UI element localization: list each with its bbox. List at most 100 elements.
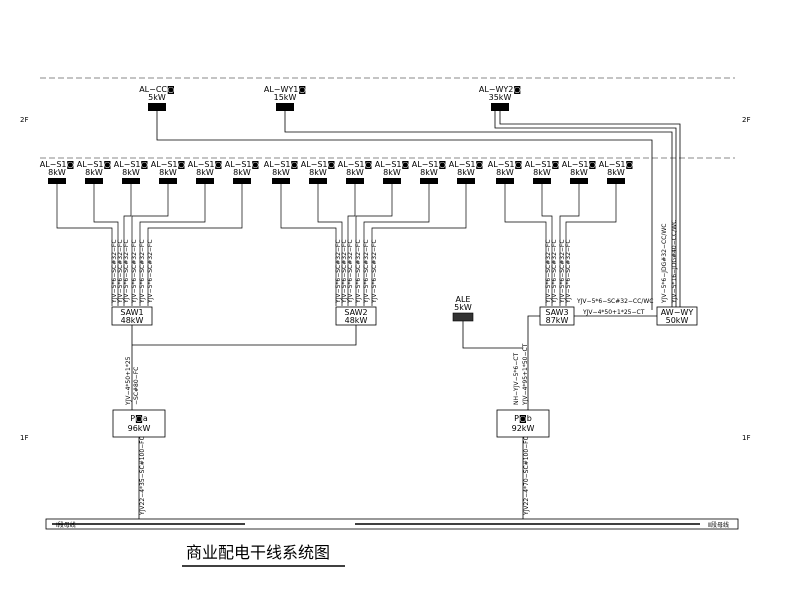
- box-al-s1: [570, 178, 588, 184]
- feeder-cable-label: YJV−5*6−SC#32−FC: [131, 239, 138, 304]
- ale-cable: [462, 321, 523, 349]
- box-name: AL−S1◙: [114, 160, 149, 169]
- box-al-cc: [148, 103, 166, 111]
- box-al-s1: [533, 178, 551, 184]
- cabinet-power: 87kW: [546, 316, 569, 325]
- box-name: AL−S1◙: [188, 160, 223, 169]
- feeder-cable-label: YJV−5*6−SC#32−FC: [355, 239, 362, 304]
- cabinet-aw-wy: [656, 306, 698, 326]
- box-al-s1: [48, 178, 66, 184]
- box-name: AL−S1◙: [301, 160, 336, 169]
- panel-pb: [496, 409, 550, 438]
- box-power: 8kW: [420, 168, 438, 177]
- feeder-cable-label: YJV−5*6−SC#32−FC: [147, 239, 154, 304]
- box-al-s1: [309, 178, 327, 184]
- box-power: 8kW: [196, 168, 214, 177]
- busbar-label-right: Ⅱ段母线: [708, 521, 729, 529]
- panel-power: 96kW: [128, 424, 151, 433]
- box-al-s1: [159, 178, 177, 184]
- feeder-cable-label: YJV−5*6−SC#32−FC: [565, 239, 572, 304]
- box-name-al-wy2: AL−WY2◙: [479, 85, 521, 94]
- cabinet-name: SAW3: [545, 308, 568, 317]
- feeder-cable-label: YJV−5*6−SC#32−FC: [545, 239, 552, 304]
- feeder-cable-label: YJV−5*6−SC#32−FC: [335, 239, 342, 304]
- cabinet-name: SAW2: [344, 308, 367, 317]
- box-power: 8kW: [383, 168, 401, 177]
- riser-cable-label: YJV−4*50+1*25: [125, 356, 132, 406]
- aw-name: AW−WY: [661, 308, 694, 317]
- panel-name: P◙b: [514, 414, 532, 423]
- panel-power: 92kW: [512, 424, 535, 433]
- floor-label-1f-left: 1F: [20, 434, 28, 442]
- box-power-al-cc: 5kW: [148, 93, 166, 102]
- ale-name: ALE: [456, 295, 471, 304]
- cabinet-power: 48kW: [345, 316, 368, 325]
- box-al-s1: [420, 178, 438, 184]
- feeder-cable-label: YJV−5*6−SC#32−FC: [123, 239, 130, 304]
- busbar-label-left: Ⅰ段母线: [56, 521, 76, 529]
- box-name-al-wy1: AL−WY1◙: [264, 85, 306, 94]
- feeder-cable-label: YJV−5*6−SC#32−FC: [139, 239, 146, 304]
- panel-pa: [112, 409, 166, 438]
- box-power: 8kW: [607, 168, 625, 177]
- floor-label-1f-right: 1F: [742, 434, 750, 442]
- saw3-link-label: YJV−4*50+1*25−CT: [582, 309, 645, 316]
- group-saw3: AL−S1◙ 8kW AL−S1◙ 8kW AL−S1◙ 8kW AL−S1◙ …: [488, 160, 657, 519]
- feeder-cable-label: YJV−5*6−SC#32−FC: [341, 239, 348, 304]
- feeder-cable-label: YJV−5*6−SC#32−FC: [111, 239, 118, 304]
- box-power: 8kW: [85, 168, 103, 177]
- box-al-s1: [122, 178, 140, 184]
- box-name-al-cc: AL−CC◙: [139, 85, 175, 94]
- box-al-wy2: [491, 103, 509, 111]
- box-name: AL−S1◙: [562, 160, 597, 169]
- box-name: AL−S1◙: [412, 160, 447, 169]
- box-al-s1: [233, 178, 251, 184]
- box-power: 8kW: [346, 168, 364, 177]
- box-al-s1: [496, 178, 514, 184]
- floor-label-2f-left: 2F: [20, 116, 28, 124]
- box-al-s1: [607, 178, 625, 184]
- box-name: AL−S1◙: [225, 160, 260, 169]
- box-name: AL−S1◙: [599, 160, 634, 169]
- group-saw1: AL−S1◙ 8kW AL−S1◙ 8kW AL−S1◙ 8kW AL−S1◙ …: [40, 160, 260, 519]
- diagram-title: 商业配电干线系统图: [186, 543, 330, 562]
- group-saw2: AL−S1◙ 8kW AL−S1◙ 8kW AL−S1◙ 8kW AL−S1◙ …: [132, 160, 484, 346]
- riser-cable-label: YJV−4*95+1*50−CT: [522, 343, 529, 406]
- box-name: AL−S1◙: [488, 160, 523, 169]
- aw-power: 50kW: [666, 316, 689, 325]
- box-al-s1: [457, 178, 475, 184]
- riser-cable-label: NH−YJV−5*6−CT: [513, 353, 520, 405]
- box-name: AL−S1◙: [151, 160, 186, 169]
- riser-cable-label: −SC#80−FC: [133, 367, 140, 405]
- aw-cable-label: YJV−5*16−JDG#40−CC/WC: [671, 220, 678, 304]
- box-name: AL−S1◙: [77, 160, 112, 169]
- box-power: 8kW: [272, 168, 290, 177]
- box-power: 8kW: [159, 168, 177, 177]
- box-power: 8kW: [457, 168, 475, 177]
- box-power: 8kW: [122, 168, 140, 177]
- box-al-s1: [85, 178, 103, 184]
- box-al-s1: [346, 178, 364, 184]
- panel-name: P◙a: [130, 414, 148, 423]
- box-name: AL−S1◙: [40, 160, 75, 169]
- cable-al-cc-to-aw: [156, 111, 653, 310]
- cabinet-name: SAW1: [120, 308, 143, 317]
- box-power: 8kW: [570, 168, 588, 177]
- box-power: 8kW: [496, 168, 514, 177]
- box-power: 8kW: [233, 168, 251, 177]
- box-power-al-wy1: 15kW: [274, 93, 297, 102]
- ale-box: [452, 312, 474, 322]
- box-power: 8kW: [309, 168, 327, 177]
- cable-al-wy1-to-aw: [284, 111, 673, 310]
- cable-al-wy2-to-aw: [499, 111, 681, 310]
- box-name: AL−S1◙: [264, 160, 299, 169]
- box-al-wy1: [276, 103, 294, 111]
- box-power-al-wy2: 35kW: [489, 93, 512, 102]
- box-al-s1: [272, 178, 290, 184]
- box-name: AL−S1◙: [375, 160, 410, 169]
- box-al-s1: [383, 178, 401, 184]
- cable-al-wy2-to-aw-b: [494, 111, 677, 310]
- box-name: AL−S1◙: [449, 160, 484, 169]
- feeder-cable-label: YJV−5*6−SC#32−FC: [347, 239, 354, 304]
